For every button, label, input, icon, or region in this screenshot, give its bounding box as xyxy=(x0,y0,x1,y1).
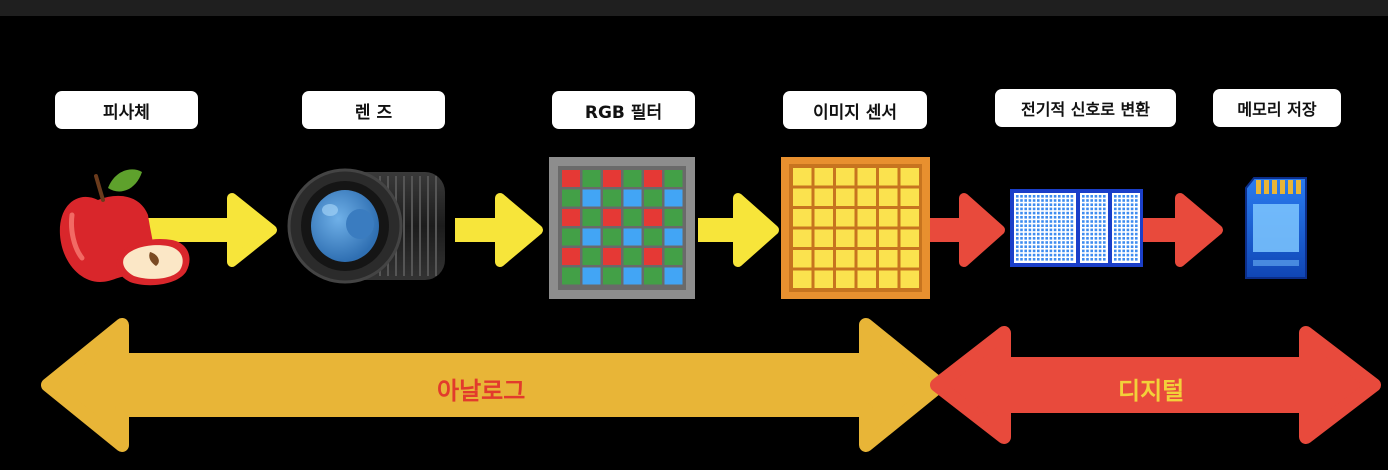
flow-arrow-5 xyxy=(1143,193,1223,267)
step-label-subject: 피사체 xyxy=(55,91,198,129)
step-label-image-sensor: 이미지 센서 xyxy=(783,91,927,129)
step-label-lens: 렌 즈 xyxy=(302,91,445,129)
image-sensor-icon xyxy=(781,157,930,299)
flow-arrow-2 xyxy=(455,193,543,267)
flow-arrow-3 xyxy=(698,193,779,267)
apple-icon xyxy=(59,169,190,286)
top-bar xyxy=(0,0,1388,16)
analog-range-label: 아날로그 xyxy=(437,377,526,405)
step-label-memory-storage: 메모리 저장 xyxy=(1213,89,1341,127)
step-label-signal-conversion: 전기적 신호로 변환 xyxy=(995,89,1176,127)
digital-range-arrow xyxy=(930,326,1381,444)
chip-icon xyxy=(1010,189,1143,267)
digital-range-label: 디지털 xyxy=(1118,377,1185,405)
rgb-filter-icon xyxy=(549,157,695,299)
flow-arrow-4 xyxy=(930,193,1005,267)
flow-arrow-1 xyxy=(148,193,277,267)
lens-icon xyxy=(287,168,445,284)
sd-card-icon xyxy=(1245,177,1307,279)
step-label-rgb-filter: RGB 필터 xyxy=(552,91,695,129)
